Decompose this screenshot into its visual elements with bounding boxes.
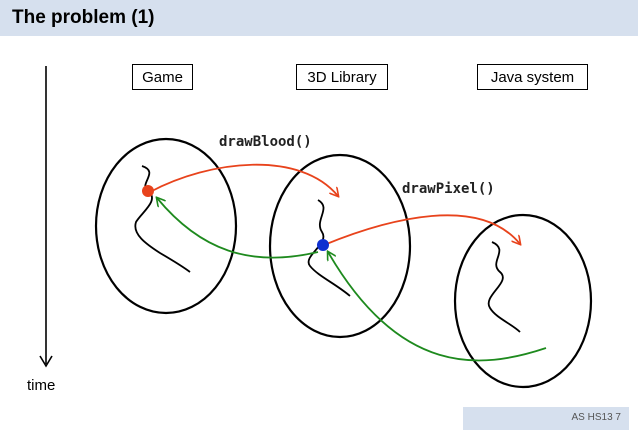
- drawblood-call-arrow: [149, 163, 338, 196]
- column-label-game: Game: [132, 64, 193, 90]
- time-axis-arrowhead: [39, 355, 53, 368]
- game-execution-path: [134, 165, 191, 273]
- footer-bar: AS HS13 7: [463, 407, 629, 430]
- column-label-java-system: Java system: [477, 64, 588, 90]
- time-axis-label: time: [27, 377, 56, 394]
- call-label-drawblood: drawBlood(): [219, 134, 312, 150]
- slide-footer: AS HS13 7: [571, 412, 621, 423]
- java-process-circle: [453, 213, 593, 389]
- call-label-drawpixel: drawPixel(): [402, 181, 495, 197]
- game-call-point: [142, 185, 154, 197]
- library-call-point: [317, 239, 329, 251]
- java-execution-path: [487, 241, 521, 333]
- drawpixel-call-arrow: [323, 214, 520, 245]
- title-bar: The problem (1): [0, 0, 638, 36]
- slide-title: The problem (1): [12, 7, 155, 28]
- column-label-3d-library: 3D Library: [296, 64, 388, 90]
- library-execution-path: [307, 199, 351, 297]
- game-process-circle: [94, 137, 238, 315]
- drawpixel-return-arrow: [328, 252, 547, 362]
- library-process-circle: [268, 153, 412, 339]
- drawblood-return-arrow: [157, 198, 319, 259]
